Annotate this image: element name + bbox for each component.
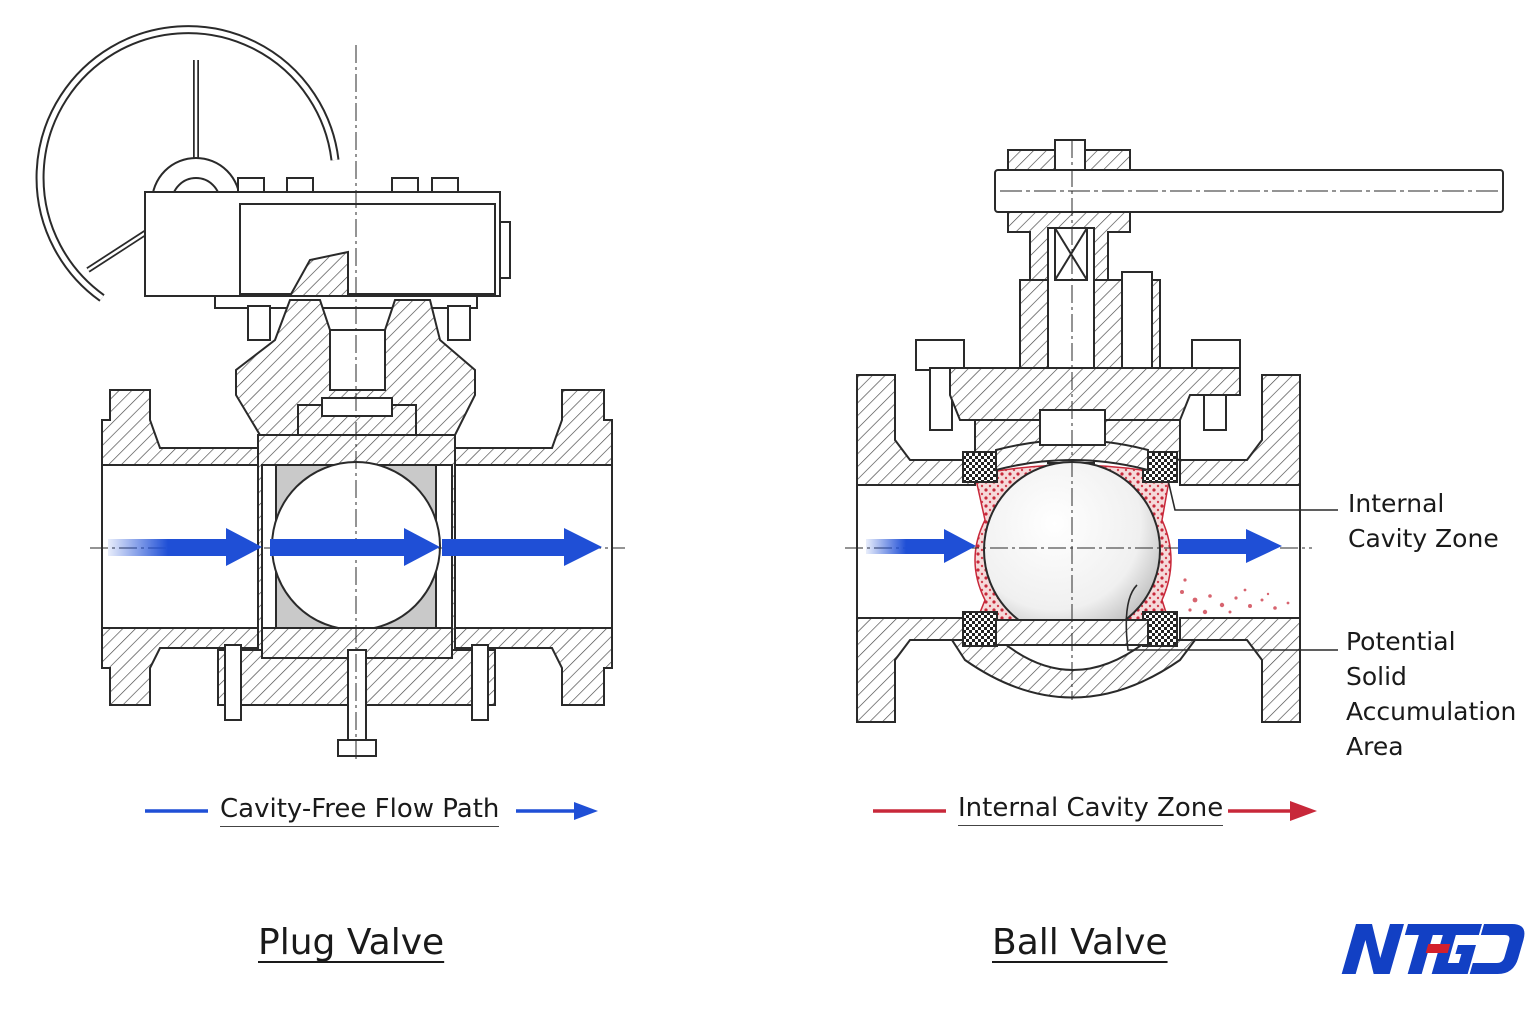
plug-valve-drawing [35, 25, 625, 760]
plug-valve-title: Plug Valve [258, 922, 445, 963]
callout-line: Potential [1346, 627, 1456, 656]
callout-line: Internal [1348, 489, 1445, 518]
callout-line: Cavity Zone [1348, 524, 1499, 553]
solid-accumulation-dots [1180, 578, 1290, 615]
ball-flow-arrows [866, 529, 1282, 563]
plug-legend-label: Cavity-Free Flow Path [220, 794, 500, 827]
callout-leader-solid [1125, 584, 1338, 651]
callout-line: Area [1346, 732, 1404, 761]
callout-line: Solid [1346, 662, 1407, 691]
callout-solid-accumulation: Potential Solid Accumulation Area [1346, 624, 1516, 764]
ball-valve-drawing [845, 139, 1504, 723]
ball-legend-label: Internal Cavity Zone [958, 793, 1224, 826]
ntgd-logo [1341, 924, 1525, 974]
ball-legend-arrows [873, 801, 1317, 821]
callout-leader-cavity [1167, 479, 1338, 511]
plug-legend-arrows [145, 802, 598, 820]
ball-valve-title: Ball Valve [992, 922, 1168, 963]
callout-internal-cavity: Internal Cavity Zone [1348, 486, 1499, 556]
plug-flow-arrows [108, 528, 602, 566]
callout-line: Accumulation [1346, 697, 1517, 726]
